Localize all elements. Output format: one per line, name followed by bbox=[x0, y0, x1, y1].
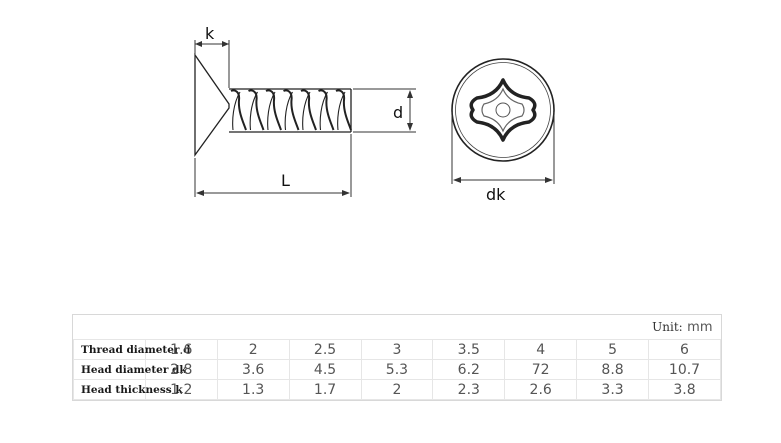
table-cell: 3.3 bbox=[576, 379, 649, 400]
thread-coil bbox=[265, 89, 282, 131]
table-cell: 10.7 bbox=[648, 359, 721, 380]
table-cell: 6.2 bbox=[432, 359, 506, 380]
head-diameter-dimension bbox=[451, 112, 555, 184]
table-cell: 2.6 bbox=[504, 379, 578, 400]
table-cell: 3.6 bbox=[216, 359, 290, 380]
row-label-head-thickness: Head thickness k bbox=[73, 379, 183, 400]
specification-table: Unit: mm Thread diameter d 1.6 2 2.5 3 3… bbox=[72, 314, 722, 401]
table-cell: 72 bbox=[504, 359, 578, 380]
table-cell: 6 bbox=[648, 339, 721, 360]
length-dimension bbox=[194, 134, 352, 197]
table-cell: 1.3 bbox=[216, 379, 290, 400]
thread-coil bbox=[300, 89, 317, 131]
screw-head-top-view bbox=[451, 58, 555, 162]
head-diameter-label: dk bbox=[486, 185, 506, 204]
thread-back-edge bbox=[284, 91, 293, 131]
thread-diameter-dimension bbox=[353, 88, 416, 133]
thread-diameter-label: d bbox=[393, 103, 403, 122]
thread-coil bbox=[230, 89, 247, 131]
thread-coil bbox=[248, 89, 265, 131]
table-cell: 8.8 bbox=[576, 359, 649, 380]
row-label-head-diameter: Head diameter dk bbox=[73, 359, 187, 380]
table-cell: 3.8 bbox=[648, 379, 721, 400]
unit-label: Unit: bbox=[652, 320, 683, 334]
table-cell: 2 bbox=[216, 339, 290, 360]
table-cell: 5 bbox=[576, 339, 649, 360]
thread-back-edge bbox=[249, 91, 258, 131]
head-thickness-dimension bbox=[194, 40, 230, 88]
table-row: Thread diameter d 1.6 2 2.5 3 3.5 4 5 6 bbox=[73, 339, 721, 360]
screw-diagram: k L d dk bbox=[194, 24, 555, 204]
thread-coil bbox=[335, 89, 352, 131]
thread-coil bbox=[318, 89, 335, 131]
table-cell: 2.5 bbox=[288, 339, 362, 360]
screw-side-view bbox=[194, 52, 352, 158]
thread-back-edge bbox=[337, 91, 346, 131]
table-cell: 2 bbox=[360, 379, 434, 400]
thread-back-edge bbox=[302, 91, 311, 131]
table-cell: 5.3 bbox=[360, 359, 434, 380]
table-cell: 1.2 bbox=[144, 379, 218, 400]
table-cell: 4.5 bbox=[288, 359, 362, 380]
thread-back-edge bbox=[319, 91, 328, 131]
thread-coils bbox=[230, 89, 352, 131]
table-cell: 1.7 bbox=[288, 379, 362, 400]
head-thickness-label: k bbox=[205, 24, 215, 43]
table-cell: 3.5 bbox=[432, 339, 506, 360]
unit-value: mm bbox=[687, 320, 713, 335]
table-cell: 2.3 bbox=[432, 379, 506, 400]
thread-back-edge bbox=[232, 91, 241, 131]
unit-row: Unit: mm bbox=[73, 315, 721, 340]
length-label: L bbox=[281, 171, 290, 190]
row-label-thread-diameter: Thread diameter d bbox=[73, 339, 190, 360]
table-row: Head thickness k 1.2 1.3 1.7 2 2.3 2.6 3… bbox=[73, 379, 721, 400]
thread-coil bbox=[283, 89, 300, 131]
table-cell: 3 bbox=[360, 339, 434, 360]
table-row: Head diameter dk 2.8 3.6 4.5 5.3 6.2 72 … bbox=[73, 359, 721, 380]
table-cell: 4 bbox=[504, 339, 578, 360]
thread-back-edge bbox=[267, 91, 276, 131]
